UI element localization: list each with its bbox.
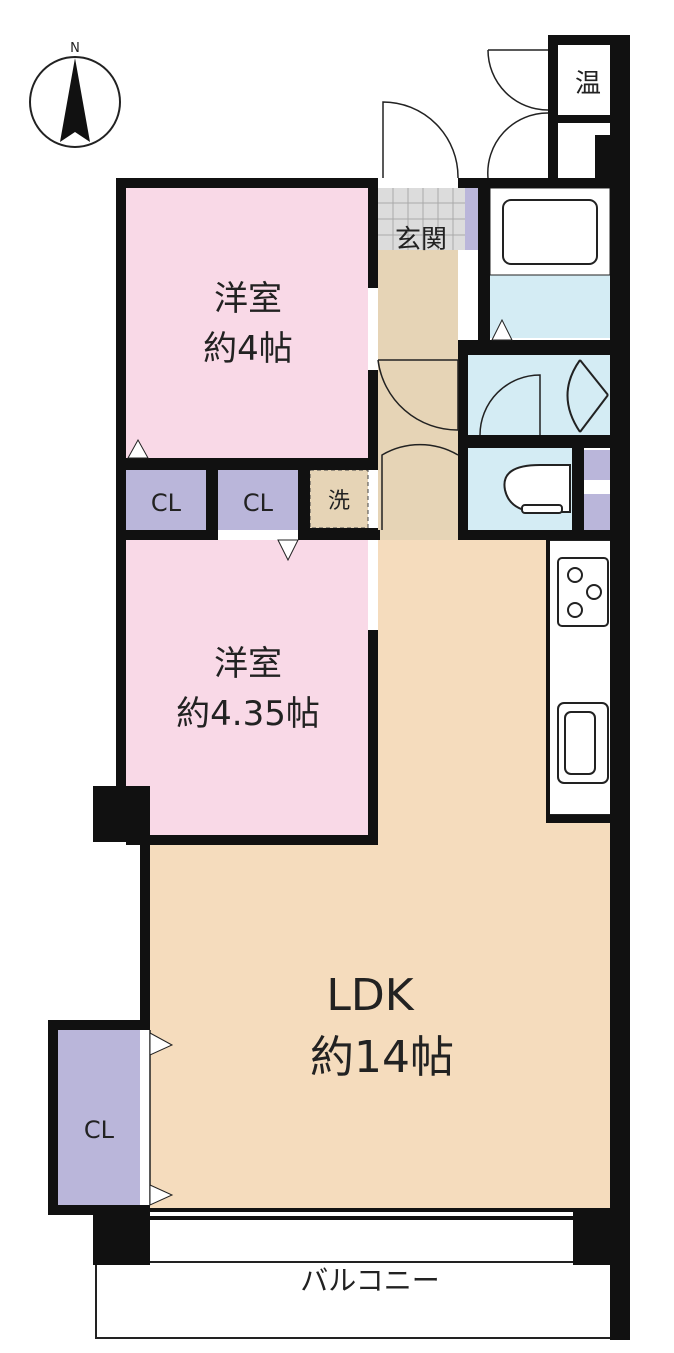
laundry-label: 洗 bbox=[328, 489, 350, 514]
door-marker-icon bbox=[277, 539, 299, 562]
entrance-label: 玄関 bbox=[395, 225, 447, 255]
closet-2 bbox=[218, 470, 298, 530]
balcony-label: バルコニー bbox=[300, 1264, 439, 1297]
compass-label: N bbox=[70, 41, 80, 56]
kitchen-sink-icon bbox=[557, 702, 609, 784]
western-room-1-name: 洋室 bbox=[214, 279, 282, 319]
washroom bbox=[468, 355, 610, 435]
toilet-icon bbox=[503, 464, 571, 514]
storage-1 bbox=[584, 450, 610, 480]
washbasin-icon bbox=[566, 359, 609, 433]
ldk-name: LDK bbox=[326, 970, 414, 1021]
ldk-room bbox=[150, 540, 618, 1208]
north-compass-icon: N bbox=[29, 41, 121, 148]
shoe-cabinet bbox=[465, 188, 478, 250]
closet-2-label: CL bbox=[243, 489, 274, 517]
water-heater-label: 温 bbox=[575, 69, 601, 99]
door-marker-icon bbox=[127, 438, 149, 459]
western-room-1 bbox=[126, 188, 368, 460]
closet-1-label: CL bbox=[151, 489, 182, 517]
door-marker-icon bbox=[149, 1184, 174, 1206]
storage-2 bbox=[584, 494, 610, 530]
doors bbox=[149, 49, 549, 1205]
bathtub-icon bbox=[502, 199, 598, 265]
ldk-size: 約14帖 bbox=[310, 1032, 454, 1083]
western-room-2-name: 洋室 bbox=[214, 644, 282, 684]
western-room-2-size: 約4.35帖 bbox=[176, 694, 320, 734]
hallway bbox=[378, 250, 458, 540]
closet-1 bbox=[126, 470, 206, 530]
door-marker-icon bbox=[491, 318, 513, 341]
closet-3 bbox=[58, 1030, 140, 1205]
door-marker-icon bbox=[149, 1032, 174, 1056]
western-room-2 bbox=[126, 540, 368, 835]
balcony bbox=[95, 1261, 627, 1339]
walls bbox=[48, 35, 630, 1340]
stove-icon bbox=[557, 557, 609, 627]
western-room-1-size: 約4帖 bbox=[203, 329, 293, 369]
closet-3-label: CL bbox=[84, 1116, 115, 1144]
laundry-space bbox=[309, 469, 369, 529]
